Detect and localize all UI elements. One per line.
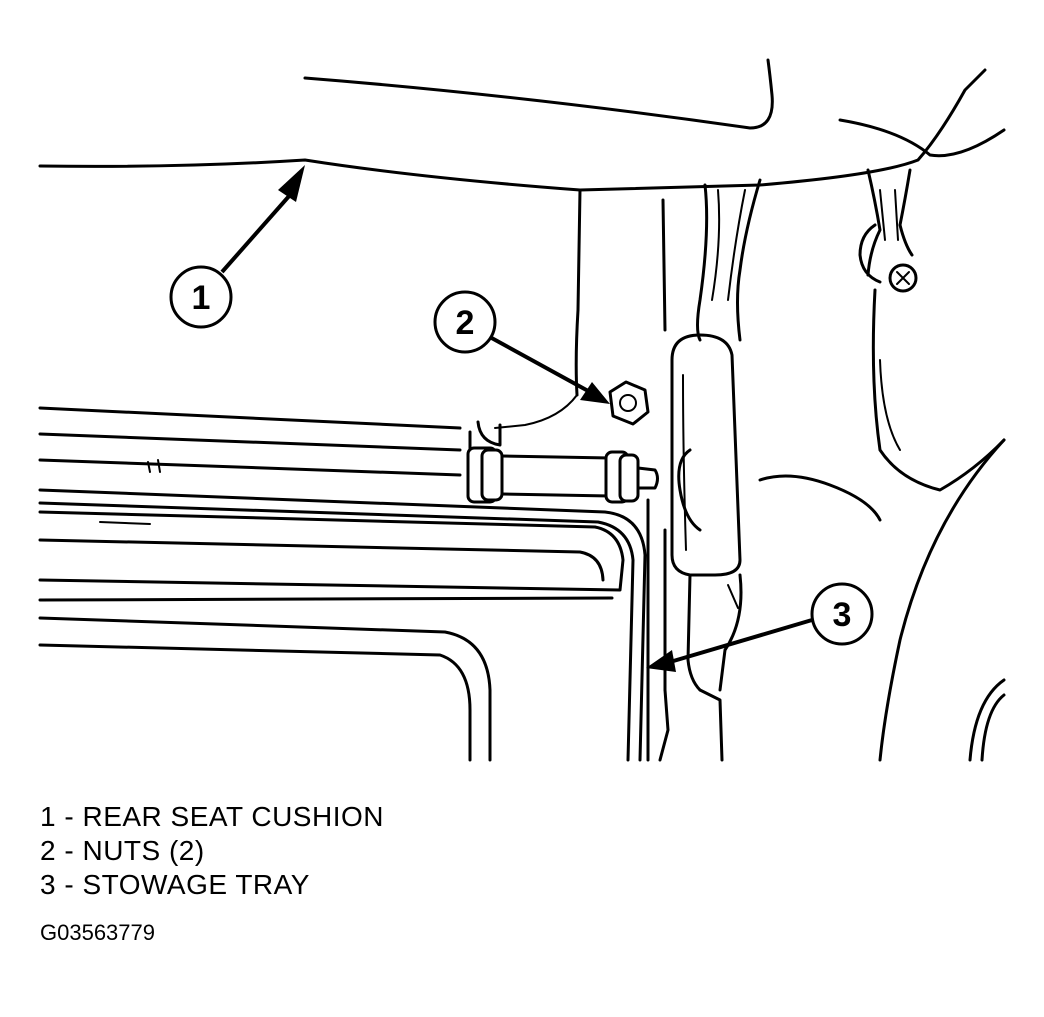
callout-2: 2 <box>433 290 610 404</box>
stowage-tray-removal-diagram: 1 2 3 <box>38 58 1006 762</box>
legend-item-1: 1 - REAR SEAT CUSHION <box>40 801 384 832</box>
legend-number: 3 <box>40 869 57 900</box>
legend-number: 1 <box>40 801 57 832</box>
legend-label: REAR SEAT CUSHION <box>82 801 384 832</box>
legend-item-3: 3 - STOWAGE TRAY <box>40 869 310 900</box>
callout-1: 1 <box>169 165 305 329</box>
figure-id: G03563779 <box>40 920 155 945</box>
callout-3-number: 3 <box>833 596 852 634</box>
legend-number: 2 <box>40 835 57 866</box>
support-bracket <box>646 333 743 762</box>
callout-3: 3 <box>646 582 874 672</box>
callout-1-number: 1 <box>192 279 211 317</box>
legend-label: NUTS (2) <box>82 835 205 866</box>
callout-2-number: 2 <box>456 304 475 342</box>
hinge-rod <box>38 406 659 504</box>
legend-item-2: 2 - NUTS (2) <box>40 835 205 866</box>
stowage-tray <box>38 488 647 762</box>
legend-label: STOWAGE TRAY <box>82 869 310 900</box>
rear-seat-cushion <box>38 58 1006 192</box>
side-bracket <box>858 168 1006 492</box>
nut <box>608 380 650 426</box>
legend: 1 - REAR SEAT CUSHION 2 - NUTS (2) 3 - S… <box>40 800 384 902</box>
body-side <box>758 359 1006 762</box>
